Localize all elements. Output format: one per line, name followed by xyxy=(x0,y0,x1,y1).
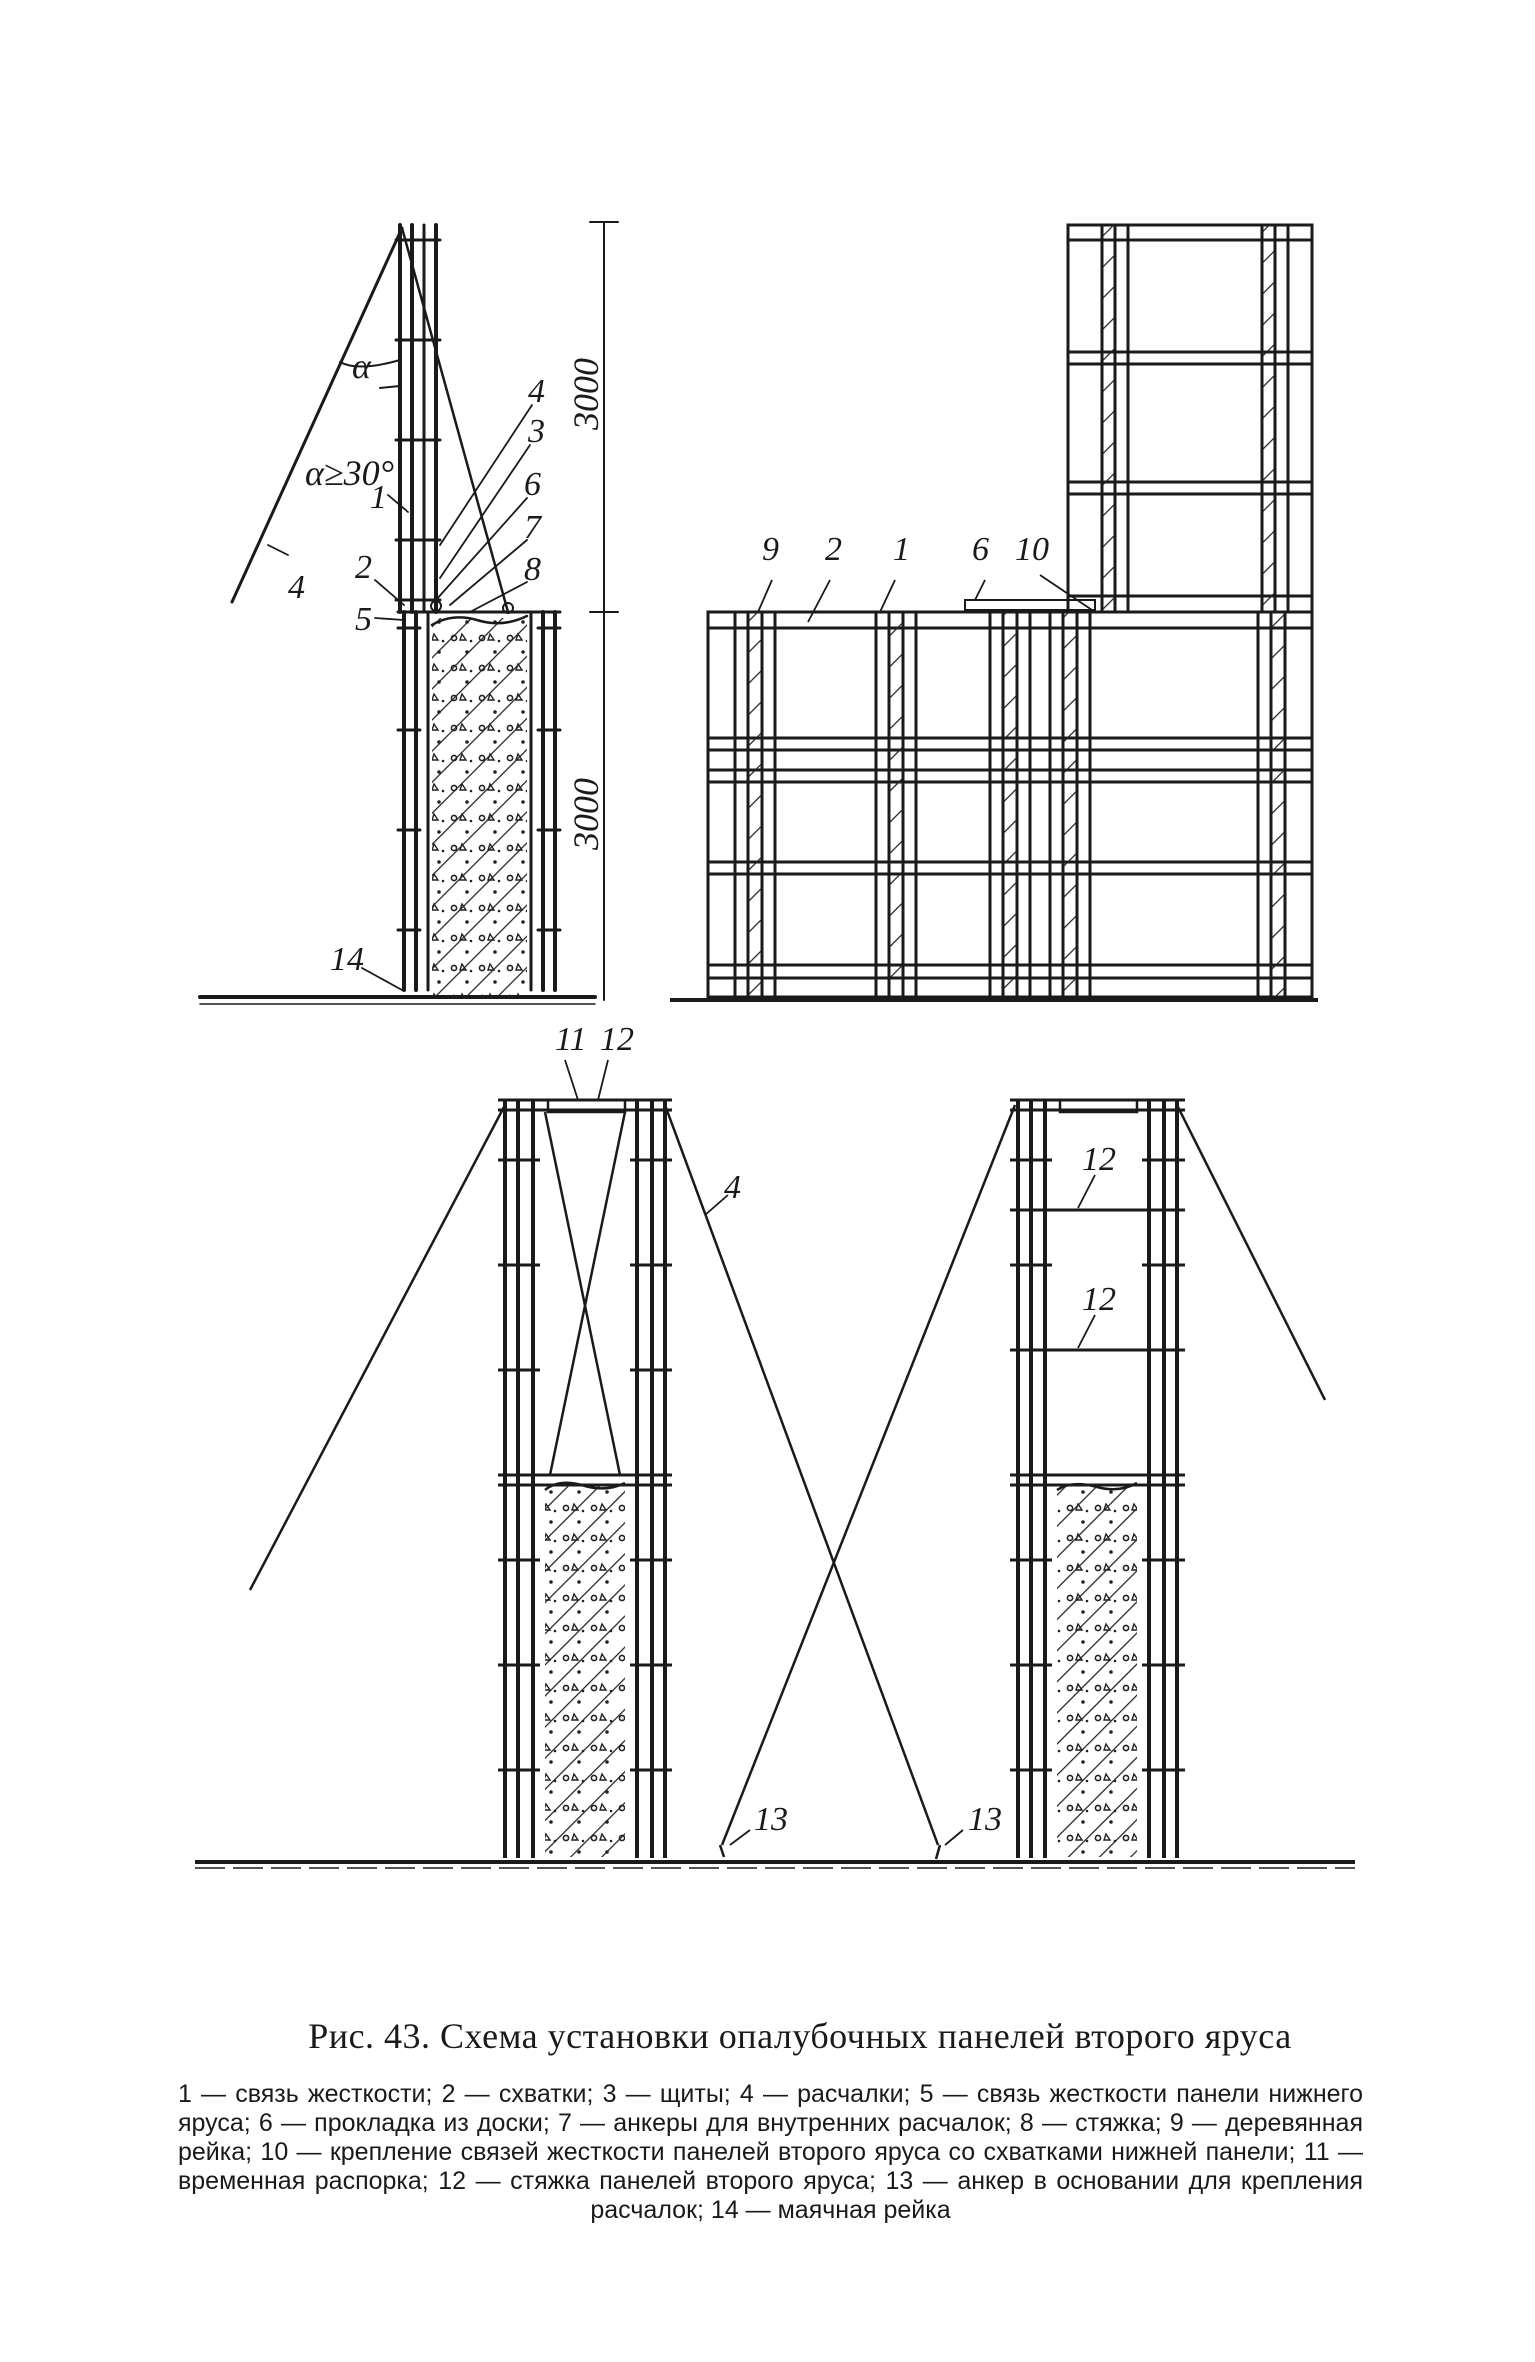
brace-line xyxy=(230,226,404,604)
dimension-lower: 3000 xyxy=(566,778,606,851)
callout-6-elev: 6 xyxy=(972,531,989,568)
callout-10: 10 xyxy=(1015,531,1049,568)
callout-9: 9 xyxy=(762,531,779,568)
angle-condition: α≥30° xyxy=(305,453,394,493)
callout-12-top: 12 xyxy=(600,1021,634,1058)
top-left-section-view xyxy=(198,221,619,1005)
angle-symbol: α xyxy=(352,346,372,386)
callout-13-left: 13 xyxy=(754,1801,788,1838)
figure-caption-legend: 1 — связь жесткости; 2 — схватки; 3 — щи… xyxy=(178,2080,1363,2224)
callout-2-elev: 2 xyxy=(825,531,842,568)
callout-12-upper: 12 xyxy=(1082,1141,1116,1178)
callout-1: 1 xyxy=(370,479,387,516)
callout-6: 6 xyxy=(524,466,541,503)
top-left-labels: α α≥30° 3000 3000 4 3 6 7 8 1 2 5 4 14 xyxy=(288,346,606,978)
callout-11: 11 xyxy=(555,1021,586,1058)
bottom-right-labels: 12 12 13 xyxy=(968,1141,1116,1838)
top-right-elevation-view xyxy=(670,223,1318,1002)
callout-8: 8 xyxy=(524,551,541,588)
callout-4-bottom: 4 xyxy=(724,1169,741,1206)
bottom-left-labels: 11 12 4 13 xyxy=(555,1021,788,1838)
callout-2: 2 xyxy=(355,549,372,586)
top-right-labels: 9 2 1 6 10 xyxy=(762,531,1049,568)
callout-12-lower: 12 xyxy=(1082,1281,1116,1318)
callout-4-top: 4 xyxy=(528,373,545,410)
bottom-left-section-view xyxy=(195,1059,1355,1869)
bottom-right-section-view xyxy=(1010,1098,1327,1858)
callout-4-brace: 4 xyxy=(288,569,305,606)
callout-1-elev: 1 xyxy=(893,531,910,568)
callout-3: 3 xyxy=(527,413,545,450)
callout-13-right: 13 xyxy=(968,1801,1002,1838)
callout-5: 5 xyxy=(355,601,372,638)
figure-caption-title: Рис. 43. Схема установки опалубочных пан… xyxy=(308,2016,1292,2056)
callout-14: 14 xyxy=(330,941,364,978)
callout-7: 7 xyxy=(524,509,543,546)
dimension-upper: 3000 xyxy=(566,358,606,431)
